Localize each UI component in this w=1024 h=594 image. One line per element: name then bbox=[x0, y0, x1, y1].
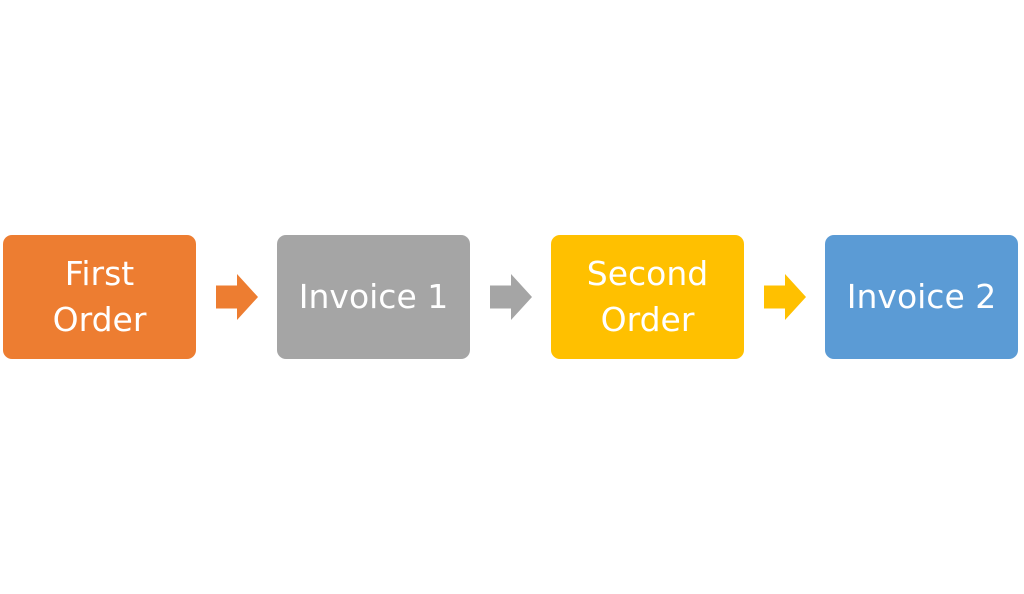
step-second-order: Second Order bbox=[551, 235, 744, 359]
arrow-right-icon bbox=[490, 274, 532, 320]
step-label: Invoice 2 bbox=[846, 277, 997, 316]
step-label: Second Order bbox=[586, 254, 709, 339]
step-label: First Order bbox=[52, 254, 147, 339]
arrow-right-icon bbox=[216, 274, 258, 320]
step-invoice-2: Invoice 2 bbox=[825, 235, 1018, 359]
step-label: Invoice 1 bbox=[298, 277, 449, 316]
step-first-order: First Order bbox=[3, 235, 196, 359]
arrow-shape bbox=[216, 274, 258, 320]
arrow-shape bbox=[490, 274, 532, 320]
step-invoice-1: Invoice 1 bbox=[277, 235, 470, 359]
arrow-right-icon bbox=[764, 274, 806, 320]
arrow-shape bbox=[764, 274, 806, 320]
